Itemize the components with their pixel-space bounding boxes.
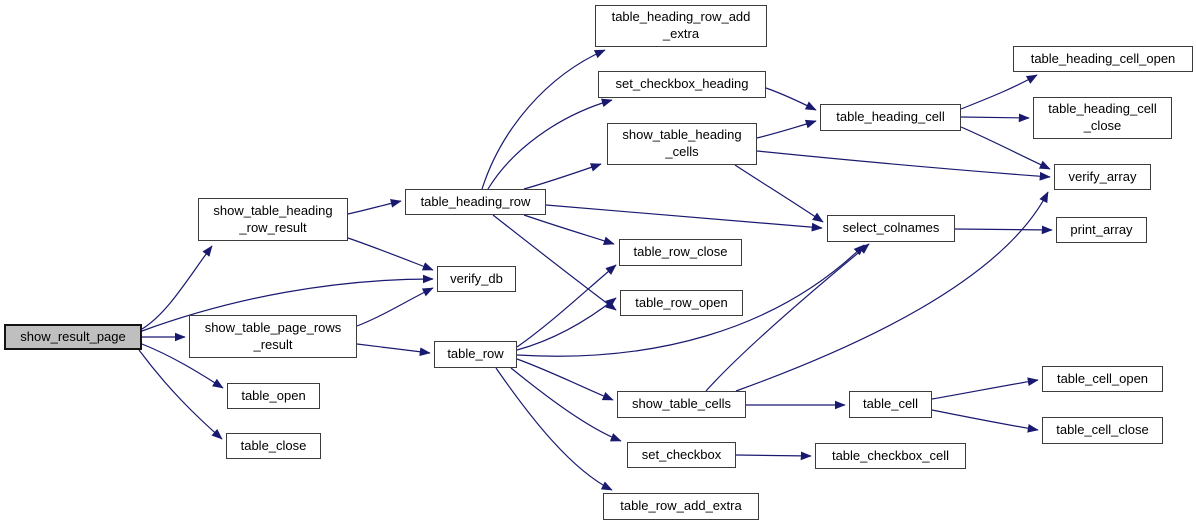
edge-show_table_heading_cells-select_colnames bbox=[734, 164, 824, 223]
node-table_heading_cell_open[interactable]: table_heading_cell_open bbox=[1013, 46, 1193, 72]
edge-table_heading_cell-verify_array bbox=[960, 126, 1051, 170]
node-verify_db[interactable]: verify_db bbox=[437, 266, 516, 292]
node-table_heading_row_add_extra[interactable]: table_heading_row_add _extra bbox=[595, 5, 767, 47]
edge-select_colnames-print_array bbox=[954, 225, 1053, 235]
edge-show_result_page-verify_db bbox=[141, 274, 434, 332]
edge-show_table_page_rows_result-verify_db bbox=[356, 287, 434, 327]
edge-show_result_page-table_open bbox=[141, 343, 224, 389]
node-show_table_heading_cells[interactable]: show_table_heading _cells bbox=[607, 123, 757, 165]
edge-table_cell-table_cell_close bbox=[931, 409, 1039, 433]
node-table_heading_cell[interactable]: table_heading_cell bbox=[820, 104, 961, 131]
node-table_row_open[interactable]: table_row_open bbox=[620, 290, 743, 316]
node-table_row_close[interactable]: table_row_close bbox=[619, 239, 742, 266]
node-table_cell_open[interactable]: table_cell_open bbox=[1042, 366, 1163, 392]
edge-table_heading_row-table_row_close bbox=[523, 214, 615, 246]
edge-set_checkbox-table_checkbox_cell bbox=[735, 451, 812, 461]
edge-show_table_heading_cells-verify_array bbox=[756, 150, 1051, 181]
edge-table_heading_row-select_colnames bbox=[545, 204, 823, 232]
edge-show_table_page_rows_result-table_row bbox=[356, 343, 431, 357]
edge-table_heading_cell-table_heading_cell_open bbox=[960, 74, 1038, 110]
edge-show_table_heading_cells-table_heading_cell bbox=[756, 119, 817, 139]
node-table_cell_close[interactable]: table_cell_close bbox=[1042, 417, 1163, 444]
node-table_row_add_extra[interactable]: table_row_add_extra bbox=[603, 493, 759, 520]
edge-show_table_cells-verify_array bbox=[735, 191, 1049, 392]
edge-table_row-table_row_add_extra bbox=[495, 367, 613, 491]
edge-show_table_heading_row_result-verify_db bbox=[347, 237, 434, 271]
edge-table_cell-table_cell_open bbox=[931, 377, 1039, 400]
edge-table_row-table_row_open bbox=[516, 297, 617, 351]
edge-show_result_page-table_close bbox=[138, 349, 223, 440]
node-table_cell[interactable]: table_cell bbox=[849, 391, 932, 418]
node-table_heading_row[interactable]: table_heading_row bbox=[405, 189, 546, 215]
node-table_close[interactable]: table_close bbox=[226, 433, 321, 459]
node-set_checkbox[interactable]: set_checkbox bbox=[627, 442, 736, 468]
node-table_open[interactable]: table_open bbox=[227, 383, 320, 409]
edge-set_checkbox_heading-table_heading_cell bbox=[765, 87, 817, 111]
node-show_table_heading_row_result[interactable]: show_table_heading _row_result bbox=[198, 198, 348, 241]
node-set_checkbox_heading[interactable]: set_checkbox_heading bbox=[598, 71, 766, 98]
node-verify_array[interactable]: verify_array bbox=[1054, 164, 1151, 190]
edge-table_row-set_checkbox bbox=[510, 367, 622, 442]
edge-table_heading_row-table_heading_row_add_extra bbox=[481, 49, 606, 190]
node-table_heading_cell_close[interactable]: table_heading_cell _close bbox=[1033, 97, 1172, 139]
edge-table_heading_row-set_checkbox_heading bbox=[487, 98, 613, 190]
node-show_result_page: show_result_page bbox=[4, 324, 142, 350]
edge-table_row-table_row_close bbox=[516, 264, 617, 348]
edge-table_heading_cell-table_heading_cell_close bbox=[960, 113, 1030, 123]
edge-show_table_cells-select_colnames bbox=[705, 243, 870, 392]
edge-show_result_page-show_table_heading_row_result bbox=[141, 245, 213, 330]
edge-table_heading_row-table_row_open bbox=[492, 214, 617, 311]
node-select_colnames[interactable]: select_colnames bbox=[827, 215, 955, 242]
edge-show_table_heading_row_result-table_heading_row bbox=[347, 199, 402, 215]
edge-table_row-select_colnames bbox=[516, 244, 865, 357]
node-print_array[interactable]: print_array bbox=[1056, 217, 1147, 243]
node-show_table_cells[interactable]: show_table_cells bbox=[617, 391, 746, 418]
edge-table_row-show_table_cells bbox=[516, 358, 614, 401]
edge-table_heading_row-show_table_heading_cells bbox=[523, 163, 602, 190]
node-show_table_page_rows_result[interactable]: show_table_page_rows _result bbox=[189, 315, 357, 358]
node-table_checkbox_cell[interactable]: table_checkbox_cell bbox=[815, 443, 966, 469]
node-table_row[interactable]: table_row bbox=[434, 341, 517, 368]
